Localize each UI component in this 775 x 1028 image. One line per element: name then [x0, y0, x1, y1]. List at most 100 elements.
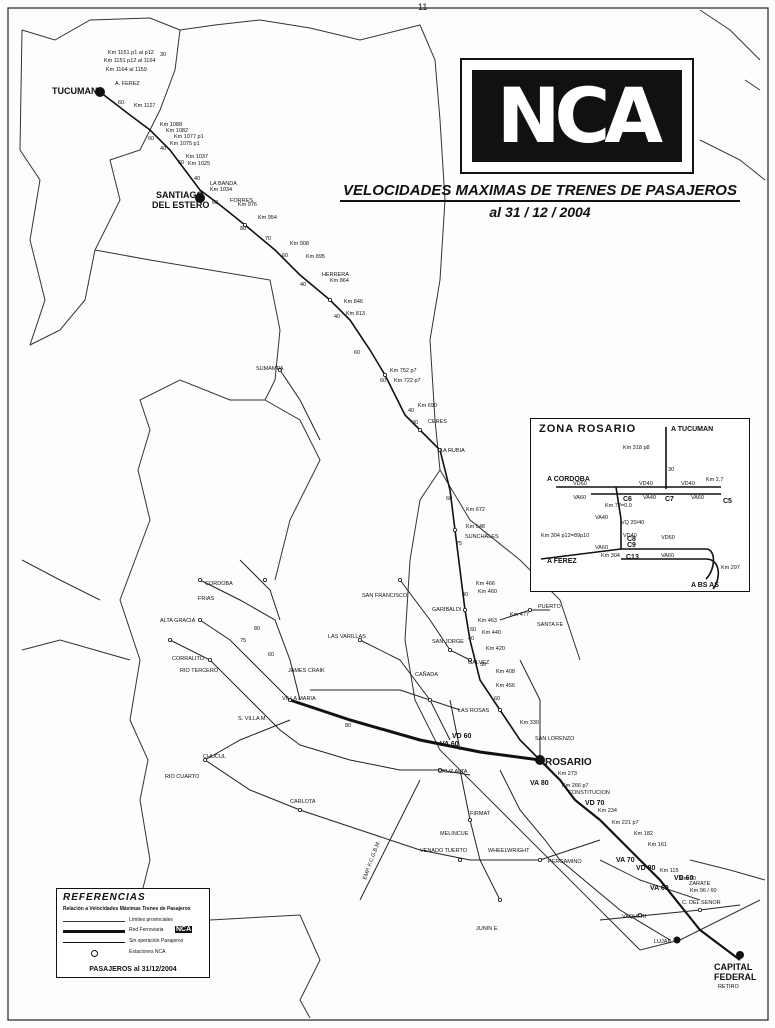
legend-row-label: Red Ferroviaria [129, 927, 164, 933]
map-title-line-1: VELOCIDADES MAXIMAS DE TRENES DE PASAJER… [340, 182, 740, 202]
inset-km: Km 72=0,0 [605, 503, 632, 509]
km-label: Km 1151 p12 al 1164 [104, 58, 155, 64]
legend-station-icon [91, 950, 98, 957]
km-label: Km 1075 p1 [170, 141, 200, 147]
secondary-railways [169, 369, 741, 941]
label-place: VENADO TUERTO [420, 848, 468, 854]
inset-speed: 30 [668, 467, 674, 473]
km-label: Km 1082 [166, 128, 188, 134]
legend-footer: PASAJEROS al 31/12/2004 [89, 966, 177, 973]
inset-to-bsas: A BS AS [691, 582, 719, 589]
km-label: Km 548 [466, 524, 485, 530]
inset-code: VD40 [639, 481, 653, 487]
label-place: CHUCUL [203, 754, 226, 760]
label-capital-3: RETIRO [718, 984, 740, 990]
label-place: PERGAMINO [548, 859, 582, 865]
km-label: Km 1127 [134, 103, 156, 109]
label-place: SUMAMPA [256, 366, 284, 372]
label-place: CORRALITO [172, 656, 205, 662]
speed-label: 60 [446, 496, 452, 502]
speed-label: 75 [240, 638, 246, 644]
inset-title: ZONA ROSARIO [539, 423, 637, 435]
label-place: LAS ROSAS [458, 708, 490, 714]
km-label: Km 1151 p1 al p12 [108, 50, 154, 56]
speed-label: 80 [345, 723, 351, 729]
legend-row-label: Límites provinciales [129, 917, 173, 923]
rail-code: VA 60 [440, 741, 459, 748]
km-label: Km 420 [486, 646, 505, 652]
km-label: Km 1088 [160, 122, 182, 128]
km-label: Km 330 [520, 720, 539, 726]
speed-label: 40 [462, 592, 468, 598]
speed-label: 60 [494, 696, 500, 702]
speed-label: 60 [354, 350, 360, 356]
capital-marker [736, 951, 744, 959]
km-label: Km 266 p7 [562, 783, 589, 789]
inset-code: VD40 [681, 481, 695, 487]
label-place: C. DEL SENOR [682, 900, 721, 906]
label-place: CORDOBA [205, 581, 233, 587]
km-label: Km 161 [648, 842, 667, 848]
legend-row-label: Sin operación Pasajeros [129, 938, 184, 944]
label-place: JAMES CRAIK [288, 668, 325, 674]
inset-zona-rosario: ZONA ROSARIO A TUCUMAN A CORDOBA A FEREZ… [530, 418, 750, 592]
km-label: Km 456 [496, 683, 515, 689]
km-label: Km 976 [238, 202, 257, 208]
map-title: VELOCIDADES MAXIMAS DE TRENES DE PASAJER… [340, 182, 740, 222]
legend-subtitle: Relación a Velocidades Máximas Trenes de… [63, 906, 191, 912]
legend-line-thin [63, 942, 125, 943]
speed-label: 80 [240, 226, 246, 232]
legend-row-stations: Estaciones NCA [63, 949, 203, 958]
speed-label: 30 [480, 662, 486, 668]
label-place: FRIAS [198, 596, 215, 602]
rail-code: VD 70 [585, 800, 605, 807]
legend: REFERENCIAS Relación a Velocidades Máxim… [56, 888, 210, 978]
legend-line-thin [63, 921, 125, 922]
inset-code: VA60 [661, 553, 674, 559]
km-label: Km 273 [558, 771, 577, 777]
rail-code: VA 80 [530, 780, 549, 787]
km-label: Km 752 p7 [390, 368, 417, 374]
label-place: LAS VARILLAS [328, 634, 366, 640]
label-place: EMP. F.C.G.B.M. [362, 840, 382, 881]
km-label: Km 477 [510, 612, 529, 618]
label-place: ALTA GRACIA [160, 618, 196, 624]
rail-speed-codes: VA 60 VD 60 VA 80 VD 70 VA 70 VD 80 VA 6… [440, 733, 694, 892]
label-place: CONSTITUCION [568, 790, 610, 796]
label-place: CRUZ ALTA [438, 769, 468, 775]
speed-label: 30 [160, 52, 166, 58]
inset-point: C7 [665, 496, 674, 503]
rail-code: VD 80 [636, 865, 656, 872]
speed-label: 60 [148, 136, 154, 142]
speed-label: 60 [178, 160, 184, 166]
label-place: VILLA MARIA [282, 696, 316, 702]
place-labels: A. FEREZ LA BANDA FORRES CERES LA RUBIA … [115, 81, 721, 945]
label-santiago-2: DEL ESTERO [152, 200, 209, 210]
label-place: PUERTO [538, 604, 561, 610]
km-label: Km 722 p7 [394, 378, 421, 384]
label-place: LA BANDA [210, 181, 237, 187]
km-label: Km 96 / 60 [690, 888, 717, 894]
km-label: Km 864 [330, 278, 349, 284]
page-number: 11 [418, 2, 428, 12]
label-place: CARLOTA [290, 799, 316, 805]
legend-nca-mark: NCA [175, 926, 193, 933]
label-capital-2: FEDERAL [714, 972, 757, 982]
inset-code: VA60 [595, 545, 608, 551]
inset-code: VA40 [595, 515, 608, 521]
label-place: SAN LORENZO [535, 736, 575, 742]
label-santiago-1: SANTIAGO [156, 190, 204, 200]
inset-diagram: A TUCUMAN A CORDOBA A FEREZ A BS AS Km 3… [540, 426, 740, 590]
lujan-marker [673, 936, 681, 944]
label-place: FIRMAT [470, 811, 491, 817]
label-place: GARIBALDI [432, 607, 462, 613]
speed-label: 70 [265, 236, 271, 242]
speed-label: 40 [194, 176, 200, 182]
km-label: Km 115 [660, 868, 679, 874]
km-label: Km 90 [680, 876, 696, 882]
label-place: FORRES [230, 198, 253, 204]
inset-point: C9 [627, 542, 636, 549]
speed-label: 60 [470, 627, 476, 633]
